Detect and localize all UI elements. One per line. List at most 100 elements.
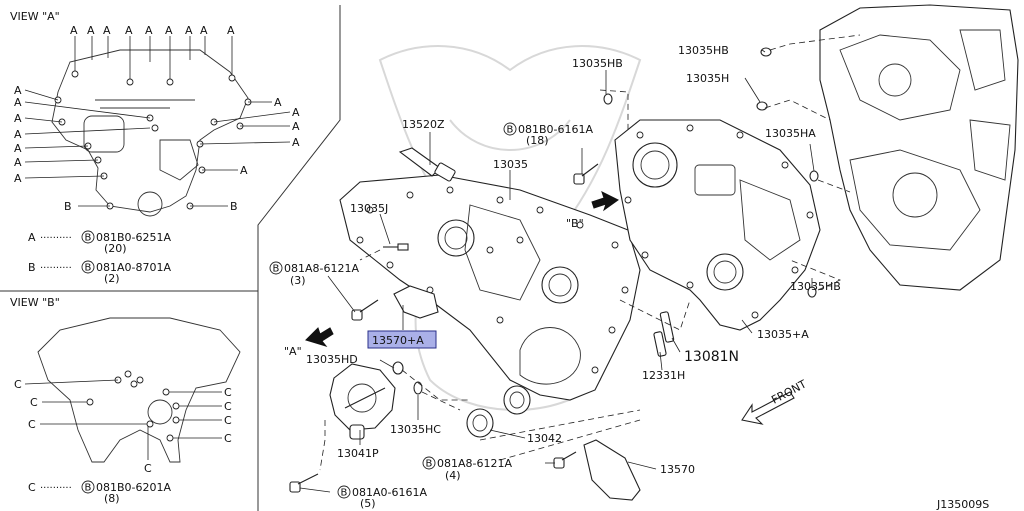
o-rings (392, 47, 819, 395)
view-a-right-leaders (190, 101, 291, 207)
svg-text:B: B (28, 261, 36, 274)
gasket-13570A (393, 285, 439, 319)
front-cover-13035 (339, 174, 641, 401)
label-13035HB-top: 13035HB (572, 57, 623, 70)
view-a-pocket (159, 139, 199, 181)
rear-cover-13035A (614, 119, 821, 331)
svg-text:081A8-6121A: 081A8-6121A (437, 457, 512, 470)
view-a-top-labels: A A A A A A A A A (70, 24, 235, 37)
label-13035H: 13035H (686, 72, 729, 85)
bolt-symbol-icon (269, 261, 283, 275)
label-13520Z: 13520Z (402, 118, 445, 131)
svg-text:A: A (227, 24, 235, 37)
svg-text:A: A (165, 24, 173, 37)
gasket-13570 (583, 439, 641, 501)
bolt-081A8-top (351, 299, 379, 321)
view-b-legend-row-1: C ·········· B 081B0-6201A (8) (28, 480, 172, 505)
callout-leaders (299, 49, 815, 493)
svg-text:C: C (224, 400, 232, 413)
callout-labels: 13520Z 13035 13035J B 081A8-6121A (3) 13… (269, 44, 989, 511)
view-a-legend-row-2: B ·········· B 081A0-8701A (2) (28, 260, 171, 285)
svg-text:B: B (507, 125, 514, 136)
svg-text:C: C (30, 396, 38, 409)
svg-text:··········: ·········· (40, 233, 72, 244)
label-12331H: 12331H (642, 369, 685, 382)
view-b-bolt-holes (86, 388, 180, 442)
svg-text:A: A (14, 84, 22, 97)
bolt-symbol-icon (422, 456, 436, 470)
alignment-dashes (319, 34, 861, 471)
view-a-arrow-icon (305, 327, 334, 347)
view-b-labels: C C C C C C C C (14, 378, 232, 475)
dowel-13035J (383, 243, 409, 251)
rear-cover-bolt-holes (624, 124, 814, 319)
view-a-right-labels: A A A A A B (230, 96, 300, 213)
svg-text:081B0-6251A: 081B0-6251A (96, 231, 172, 244)
view-b-title: VIEW "B" (10, 296, 60, 309)
label-13035J: 13035J (350, 202, 388, 215)
bolt-symbol-icon (503, 122, 517, 136)
label-13035HD: 13035HD (306, 353, 358, 366)
label-13081N: 13081N (684, 349, 739, 365)
svg-text:081B0-6201A: 081B0-6201A (96, 481, 172, 494)
svg-text:(18): (18) (526, 134, 549, 147)
label-081B0: B 081B0-6161A (18) (503, 122, 594, 147)
svg-text:A: A (70, 24, 78, 37)
label-13570: 13570 (660, 463, 695, 476)
label-13035HC: 13035HC (390, 423, 441, 436)
view-b-boss (147, 399, 173, 425)
label-13035HB-low: 13035HB (790, 280, 841, 293)
view-a-title: VIEW "A" (10, 10, 60, 23)
view-a-legend-row-1: A ·········· B 081B0-6251A (20) (28, 230, 172, 255)
label-view-a-arrow: "A" (284, 345, 302, 358)
front-cover-bolt-holes (356, 186, 629, 374)
svg-text:A: A (14, 172, 22, 185)
svg-text:B: B (85, 233, 92, 244)
svg-text:081A8-6121A: 081A8-6121A (284, 262, 359, 275)
svg-text:081B0-6161A: 081B0-6161A (518, 123, 594, 136)
svg-text:A: A (28, 231, 36, 244)
view-a-left-labels: A A A A A A A B (14, 84, 72, 213)
label-13035A: 13035+A (757, 328, 809, 341)
view-b-outline (37, 317, 241, 463)
svg-text:B: B (341, 488, 348, 499)
svg-text:A: A (200, 24, 208, 37)
bolt-symbol-icon (81, 230, 95, 244)
sensor-13520Z (398, 147, 456, 182)
svg-text:(2): (2) (104, 272, 120, 285)
water-pump-13041P (329, 363, 396, 440)
svg-text:B: B (426, 459, 433, 470)
svg-text:081A0-6161A: 081A0-6161A (352, 486, 427, 499)
view-a-boss (137, 191, 163, 217)
label-081A8-top: B 081A8-6121A (3) (269, 261, 359, 287)
bolt-symbol-icon (337, 485, 351, 499)
svg-text:B: B (273, 264, 280, 275)
label-13570A-highlighted: 13570+A (367, 330, 437, 349)
svg-text:A: A (14, 112, 22, 125)
svg-text:A: A (125, 24, 133, 37)
svg-text:A: A (145, 24, 153, 37)
svg-text:A: A (14, 128, 22, 141)
svg-text:C: C (144, 462, 152, 475)
bolt-081B0 (573, 163, 599, 185)
label-13035HB-right: 13035HB (678, 44, 729, 57)
label-13035HA: 13035HA (765, 127, 816, 140)
dowel-12331H (653, 331, 667, 357)
svg-text:A: A (14, 142, 22, 155)
svg-text:B: B (85, 263, 92, 274)
svg-text:C: C (28, 418, 36, 431)
svg-text:C: C (28, 481, 36, 494)
svg-text:··········: ·········· (40, 263, 72, 274)
view-b-leaders (24, 379, 222, 460)
svg-text:A: A (14, 96, 22, 109)
view-a-top-leaders (74, 36, 233, 80)
svg-text:A: A (274, 96, 282, 109)
svg-text:13570+A: 13570+A (372, 334, 424, 347)
svg-text:B: B (64, 200, 72, 213)
panel-dividers (0, 5, 341, 511)
svg-text:A: A (292, 136, 300, 149)
svg-text:081A0-8701A: 081A0-8701A (96, 261, 171, 274)
label-view-b-arrow: "B" (566, 217, 584, 230)
svg-text:(4): (4) (445, 469, 461, 482)
